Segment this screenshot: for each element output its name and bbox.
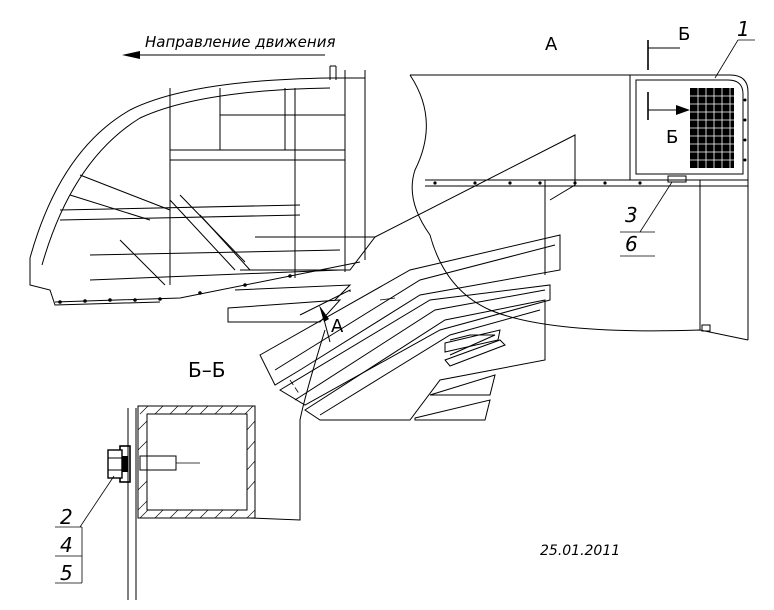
direction-arrow-head <box>122 51 140 59</box>
direction-label: Направление движения <box>145 33 335 51</box>
callout-4: 4 <box>60 533 73 557</box>
step-assembly <box>227 134 576 521</box>
callouts-upper: 1 3 6 <box>620 17 755 257</box>
section-mark-top: Б <box>678 24 690 45</box>
view-label: А <box>545 34 558 55</box>
grille-panel <box>629 74 749 183</box>
section-title: Б–Б <box>188 358 225 382</box>
section-detail <box>107 405 256 600</box>
drawing-date: 25.01.2011 <box>540 543 620 559</box>
view-arrow-label: А <box>331 316 344 337</box>
cab-outline <box>29 65 366 306</box>
callout-3: 3 <box>625 203 638 227</box>
section-mark-bottom: Б <box>666 127 678 148</box>
callout-6: 6 <box>625 232 638 256</box>
view-arrow: А <box>319 305 344 343</box>
callout-5: 5 <box>60 561 73 585</box>
callouts-lower: 2 4 5 <box>55 475 115 585</box>
section-mark: Б Б <box>647 24 690 148</box>
direction-indicator: Направление движения <box>122 33 335 59</box>
callout-2: 2 <box>60 505 73 529</box>
callout-1: 1 <box>737 17 750 41</box>
section-arrowhead-bottom <box>676 105 690 115</box>
